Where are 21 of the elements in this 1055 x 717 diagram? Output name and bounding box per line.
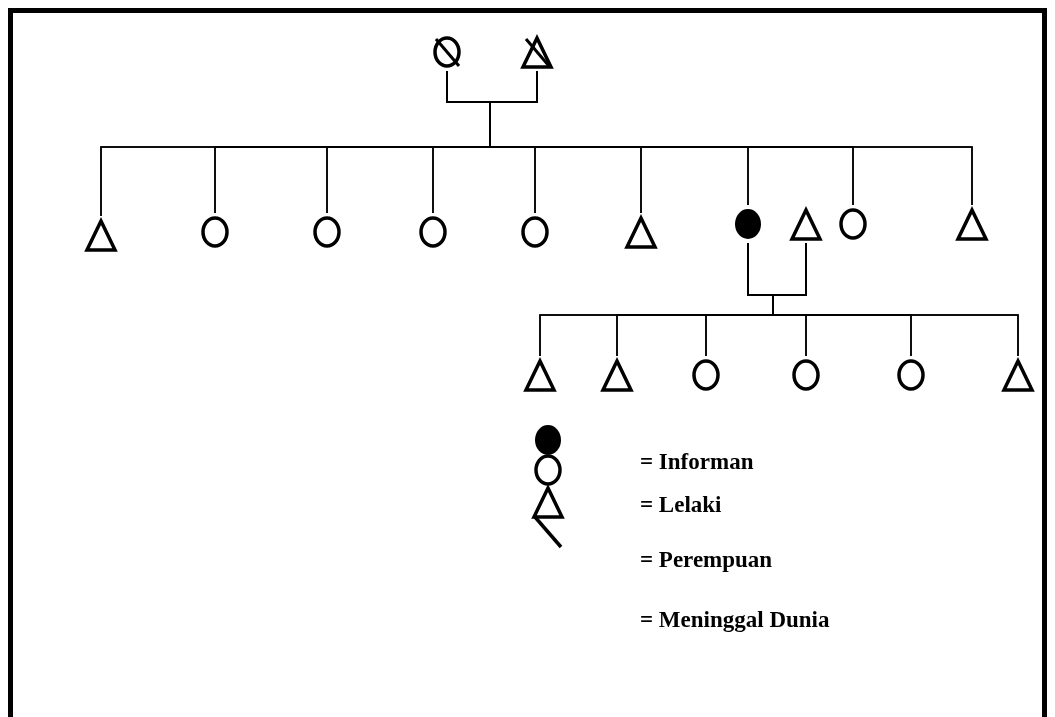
crossed-circle-symbol bbox=[430, 33, 464, 71]
legend-text: = Perempuan bbox=[640, 548, 773, 571]
triangle-symbol bbox=[955, 205, 989, 243]
circle-symbol bbox=[310, 213, 344, 251]
crossed-triangle-symbol bbox=[520, 33, 554, 71]
legend-text: = Lelaki bbox=[640, 493, 722, 516]
circle-symbol bbox=[894, 356, 928, 394]
triangle-symbol bbox=[523, 356, 557, 394]
triangle-symbol bbox=[789, 205, 823, 243]
triangle-symbol bbox=[1001, 356, 1035, 394]
legend-text: = Meninggal Dunia bbox=[640, 608, 830, 631]
circle-symbol bbox=[789, 356, 823, 394]
circle-symbol bbox=[416, 213, 450, 251]
circle-symbol bbox=[689, 356, 723, 394]
circle-symbol bbox=[198, 213, 232, 251]
circle-symbol bbox=[518, 213, 552, 251]
triangle-symbol bbox=[624, 213, 658, 251]
triangle-symbol bbox=[84, 216, 118, 254]
triangle-symbol bbox=[600, 356, 634, 394]
circle-symbol bbox=[836, 205, 870, 243]
legend-text: = Informan bbox=[640, 450, 754, 473]
